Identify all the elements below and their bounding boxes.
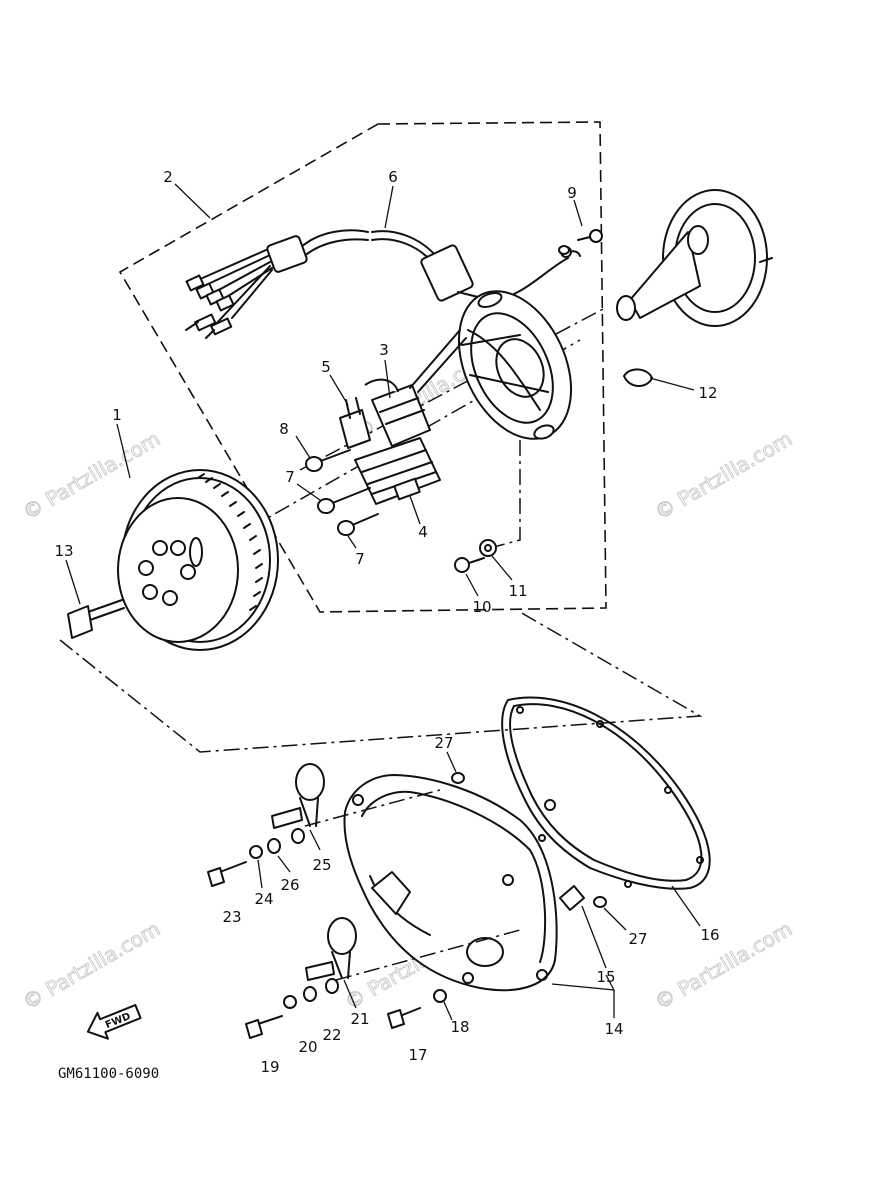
connector <box>339 397 371 449</box>
callout-25: 25 <box>312 856 331 874</box>
cover-gasket <box>501 696 711 890</box>
callout-5: 5 <box>321 358 331 376</box>
alignment-frame-upper <box>59 611 703 753</box>
callout-27-upper: 27 <box>434 734 453 752</box>
callout-6: 6 <box>388 168 398 186</box>
callout-7-upper: 7 <box>285 468 295 486</box>
callout-17: 17 <box>408 1046 427 1064</box>
callout-11: 11 <box>508 582 527 600</box>
dowel-pins <box>451 772 607 911</box>
callout-15: 15 <box>596 968 615 986</box>
pickup-coil <box>364 329 467 447</box>
callout-3: 3 <box>379 341 389 359</box>
callout-13: 13 <box>54 542 73 560</box>
callout-23: 23 <box>222 908 241 926</box>
watermark-5: © Partzilla.com <box>651 916 797 1014</box>
callout-19: 19 <box>260 1058 279 1076</box>
charging-coil <box>354 437 441 505</box>
callout-16: 16 <box>700 926 719 944</box>
woodruff-key <box>623 368 653 387</box>
callout-1: 1 <box>112 406 122 424</box>
callout-9: 9 <box>567 184 577 202</box>
callout-18: 18 <box>450 1018 469 1036</box>
callout-20: 20 <box>298 1038 317 1056</box>
stator-plate <box>457 246 581 440</box>
callouts: 1 2 3 4 5 6 7 7 8 9 10 11 12 13 14 15 16… <box>54 168 719 1076</box>
flywheel-bolt <box>67 599 125 639</box>
callout-14: 14 <box>604 1020 623 1038</box>
screw-10-washer-11 <box>454 539 497 573</box>
fwd-arrow-icon: FWD <box>86 1004 142 1040</box>
callout-24: 24 <box>254 890 273 908</box>
watermark-3: © Partzilla.com <box>19 916 165 1014</box>
cover-axis-2 <box>335 929 521 981</box>
callout-8: 8 <box>279 420 289 438</box>
callout-10: 10 <box>472 598 491 616</box>
stator-assembly-boundary <box>118 121 607 613</box>
crankcase-cover <box>343 774 558 992</box>
callout-27-lower: 27 <box>628 930 647 948</box>
screw-9 <box>558 229 603 255</box>
watermark-2: © Partzilla.com <box>651 426 797 524</box>
diagram-code: GM61100-6090 <box>58 1066 159 1082</box>
callout-26: 26 <box>280 876 299 894</box>
cover-axis-1 <box>304 789 441 827</box>
callout-4: 4 <box>418 523 428 541</box>
callout-7-lower: 7 <box>355 550 365 568</box>
flywheel <box>117 469 279 651</box>
cover-bolts <box>207 828 447 1039</box>
cable-clamps <box>271 763 357 981</box>
crank-hub <box>616 189 773 327</box>
bolt-axis-lower <box>489 440 521 549</box>
leader-lines <box>65 183 701 1021</box>
callout-22: 22 <box>322 1026 341 1044</box>
callout-21: 21 <box>350 1010 369 1028</box>
stator-screws <box>305 449 379 536</box>
wire-harness <box>185 229 569 339</box>
callout-2: 2 <box>163 168 173 186</box>
callout-12: 12 <box>698 384 717 402</box>
